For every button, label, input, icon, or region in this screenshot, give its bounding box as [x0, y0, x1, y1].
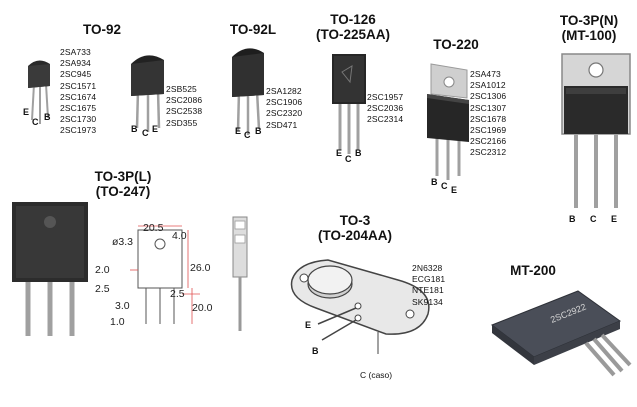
dim-lead-offset: 2.5	[95, 283, 110, 295]
to3pl-side-view	[232, 216, 248, 331]
to126-pin-e: E	[336, 148, 343, 158]
part-number: 2SC1571	[60, 80, 97, 91]
to220-pin-e: E	[451, 185, 458, 195]
part-number: 2N6328	[412, 263, 443, 273]
part-number: 2SC2538	[166, 106, 203, 117]
part-number: 2SA1012	[470, 80, 506, 91]
part-number: 2SC1675	[60, 103, 97, 114]
to92l-pin-c: C	[244, 130, 251, 140]
part-number: 2SD355	[166, 117, 198, 128]
part-number: SK9134	[412, 296, 443, 307]
part-number: 2SC1307	[470, 102, 507, 113]
to92l-part-list: 2SA1282 2SC1906 2SC2320 2SD471	[266, 86, 302, 131]
part-number: 2SC945	[60, 69, 92, 80]
dim-tab: 4.0	[172, 230, 187, 242]
part-number: 2SC1674	[60, 91, 97, 102]
part-number: 2SC1957	[367, 92, 404, 102]
to126-part-list: 2SC1957 2SC2036 2SC2314	[367, 92, 403, 126]
dim-lead-width: 3.0	[115, 300, 130, 312]
to220-title: TO-220	[433, 37, 479, 52]
to3pn-pin-c: C	[590, 214, 597, 224]
part-number: 2SC2312	[470, 147, 507, 158]
mt200-transistor: 2SC2922	[490, 290, 632, 377]
to220-transistor	[427, 63, 469, 180]
to3pn-title: TO-3P(N) (MT-100)	[559, 13, 619, 43]
to92b-pin-e: E	[152, 124, 159, 134]
to3pn-pin-b: B	[569, 214, 576, 224]
to92l-pin-e: E	[235, 126, 242, 136]
to3-pin-e: E	[305, 320, 312, 330]
part-number: 2SC2036	[367, 103, 404, 114]
to126-title: TO-126 (TO-225AA)	[315, 12, 390, 42]
part-number: 2SC2086	[166, 95, 203, 106]
part-number: 2SC1906	[266, 97, 303, 108]
dim-width: 20.5	[143, 222, 164, 234]
part-number: 2SC2314	[367, 114, 404, 125]
to220-pin-c: C	[441, 181, 448, 191]
to92b-part-list: 2SB525 2SC2086 2SC2538 2SD355	[166, 84, 202, 129]
to3pl-transistor	[12, 202, 88, 336]
to92-pin-e: E	[23, 107, 30, 117]
part-number: 2SC1973	[60, 125, 97, 136]
to126-pin-b: B	[355, 148, 362, 158]
part-number: 2SC2166	[470, 136, 507, 147]
to220-pin-b: B	[431, 177, 438, 187]
to92l-title: TO-92L	[229, 22, 277, 37]
dim-height: 26.0	[190, 262, 211, 274]
dim-pitch: 2.5	[170, 288, 185, 300]
to3-transistor	[290, 259, 430, 354]
dim-lead-length: 20.0	[192, 302, 213, 314]
to126-pin-c: C	[345, 154, 352, 164]
part-number: 2SC1678	[470, 113, 507, 124]
to92-large-transistor	[131, 55, 164, 132]
to92-pin-b: B	[44, 112, 51, 122]
mt200-title: MT-200	[510, 263, 556, 278]
to3-pin-b: B	[312, 346, 319, 356]
to92l-transistor	[232, 48, 264, 135]
part-number: 2SA934	[60, 58, 91, 69]
to3pn-transistor	[561, 53, 631, 208]
part-number: 2SC1306	[470, 91, 507, 102]
to92-part-list: 2SA733 2SA934 2SC945 2SC1571 2SC1674 2SC…	[60, 47, 96, 137]
part-number: 2SC2320	[266, 108, 303, 119]
to92-pin-c: C	[32, 117, 39, 127]
part-number: 2SA473	[470, 69, 501, 79]
part-number: 2SA733	[60, 47, 91, 57]
part-number: 2SD471	[266, 119, 298, 130]
part-number: 2SB525	[166, 84, 197, 94]
to92-small-transistor	[28, 60, 50, 124]
part-number: ECG181	[412, 274, 446, 285]
to92b-pin-c: C	[142, 128, 149, 138]
dim-thickness: 1.0	[110, 316, 125, 328]
to3pl-title: TO-3P(L) (TO-247)	[94, 169, 152, 199]
to126-transistor	[332, 54, 366, 154]
part-number: 2SC1969	[470, 125, 507, 136]
to3-part-list: 2N6328 ECG181 NTE181 SK9134	[412, 263, 445, 308]
to3pn-pin-e: E	[611, 214, 618, 224]
to3-title: TO-3 (TO-204AA)	[317, 213, 392, 243]
to92l-pin-b: B	[255, 126, 262, 136]
to3pl-dimension-drawing	[130, 225, 200, 324]
dim-edge: 2.0	[95, 264, 110, 276]
to92-title: TO-92	[82, 22, 121, 37]
part-number: NTE181	[412, 285, 444, 296]
to3-case-label: C (caso)	[360, 370, 393, 380]
part-number: 2SC1730	[60, 114, 97, 125]
dim-hole: ø3.3	[112, 236, 134, 248]
part-number: 2SA1282	[266, 86, 302, 96]
to92b-pin-b: B	[131, 124, 138, 134]
to220-part-list: 2SA473 2SA1012 2SC1306 2SC1307 2SC1678 2…	[470, 69, 506, 159]
